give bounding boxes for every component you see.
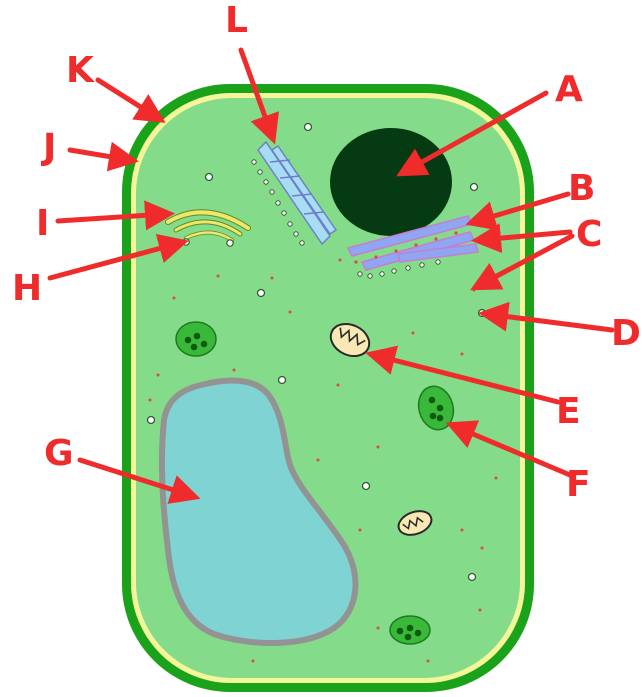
label-d: D xyxy=(611,313,641,354)
arrow-k xyxy=(98,80,158,118)
label-c: C xyxy=(576,214,602,255)
label-f: F xyxy=(566,464,591,505)
arrow-j xyxy=(70,150,130,160)
label-a: A xyxy=(555,69,583,110)
label-e: E xyxy=(556,391,581,432)
label-b: B xyxy=(568,168,595,209)
label-j: J xyxy=(40,127,56,168)
chloroplast xyxy=(176,322,216,356)
label-g: G xyxy=(44,433,74,474)
label-i: I xyxy=(36,203,49,244)
label-l: L xyxy=(225,0,248,41)
label-h: H xyxy=(12,268,42,309)
nucleus xyxy=(330,128,452,236)
chloroplast xyxy=(390,616,430,644)
label-k: K xyxy=(66,50,95,91)
